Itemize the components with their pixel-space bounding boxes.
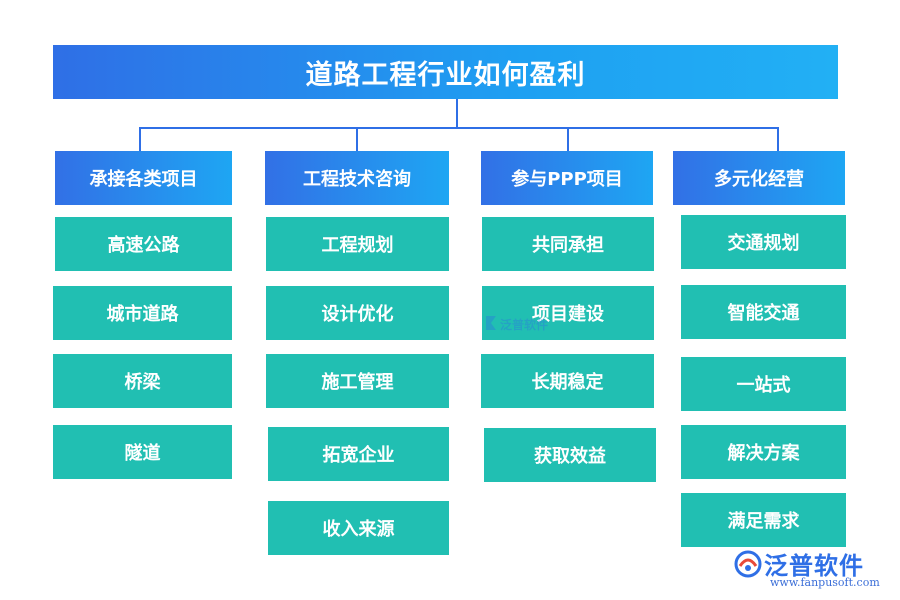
list-item: 智能交通 <box>681 285 846 339</box>
watermark-text: 泛普软件 <box>500 318 549 332</box>
list-item: 设计优化 <box>266 286 449 340</box>
list-item: 解决方案 <box>681 425 846 479</box>
list-item: 城市道路 <box>53 286 232 340</box>
list-item: 隧道 <box>53 425 232 479</box>
brand-logo: 泛普软件 www.fanpusoft.com <box>734 546 884 592</box>
connector-trunk <box>456 99 458 128</box>
list-item: 一站式 <box>681 357 846 411</box>
list-item: 收入来源 <box>268 501 449 555</box>
fanpu-watermark-icon <box>486 316 496 330</box>
list-item: 获取效益 <box>484 428 656 482</box>
connector-branch-4 <box>777 127 779 151</box>
list-item: 项目建设 <box>482 286 654 340</box>
connector-branch-2 <box>356 127 358 151</box>
category-header: 多元化经营 <box>673 151 845 205</box>
list-item: 拓宽企业 <box>268 427 449 481</box>
connector-branch-3 <box>567 127 569 151</box>
list-item: 满足需求 <box>681 493 846 547</box>
list-item: 交通规划 <box>681 215 846 269</box>
list-item: 工程规划 <box>266 217 449 271</box>
category-header: 承接各类项目 <box>55 151 232 205</box>
list-item: 共同承担 <box>482 217 654 271</box>
category-header: 参与PPP项目 <box>481 151 653 205</box>
logo-name: 泛普软件 <box>764 552 864 580</box>
list-item: 桥梁 <box>53 354 232 408</box>
connector-horizontal <box>139 127 779 129</box>
list-item: 长期稳定 <box>481 354 654 408</box>
list-item: 施工管理 <box>266 354 449 408</box>
page-title: 道路工程行业如何盈利 <box>53 45 838 99</box>
fanpu-logo-icon <box>734 550 762 578</box>
list-item: 高速公路 <box>55 217 232 271</box>
connector-branch-1 <box>139 127 141 151</box>
category-header: 工程技术咨询 <box>265 151 449 205</box>
logo-url: www.fanpusoft.com <box>770 576 880 589</box>
watermark: 泛普软件 <box>484 314 554 340</box>
